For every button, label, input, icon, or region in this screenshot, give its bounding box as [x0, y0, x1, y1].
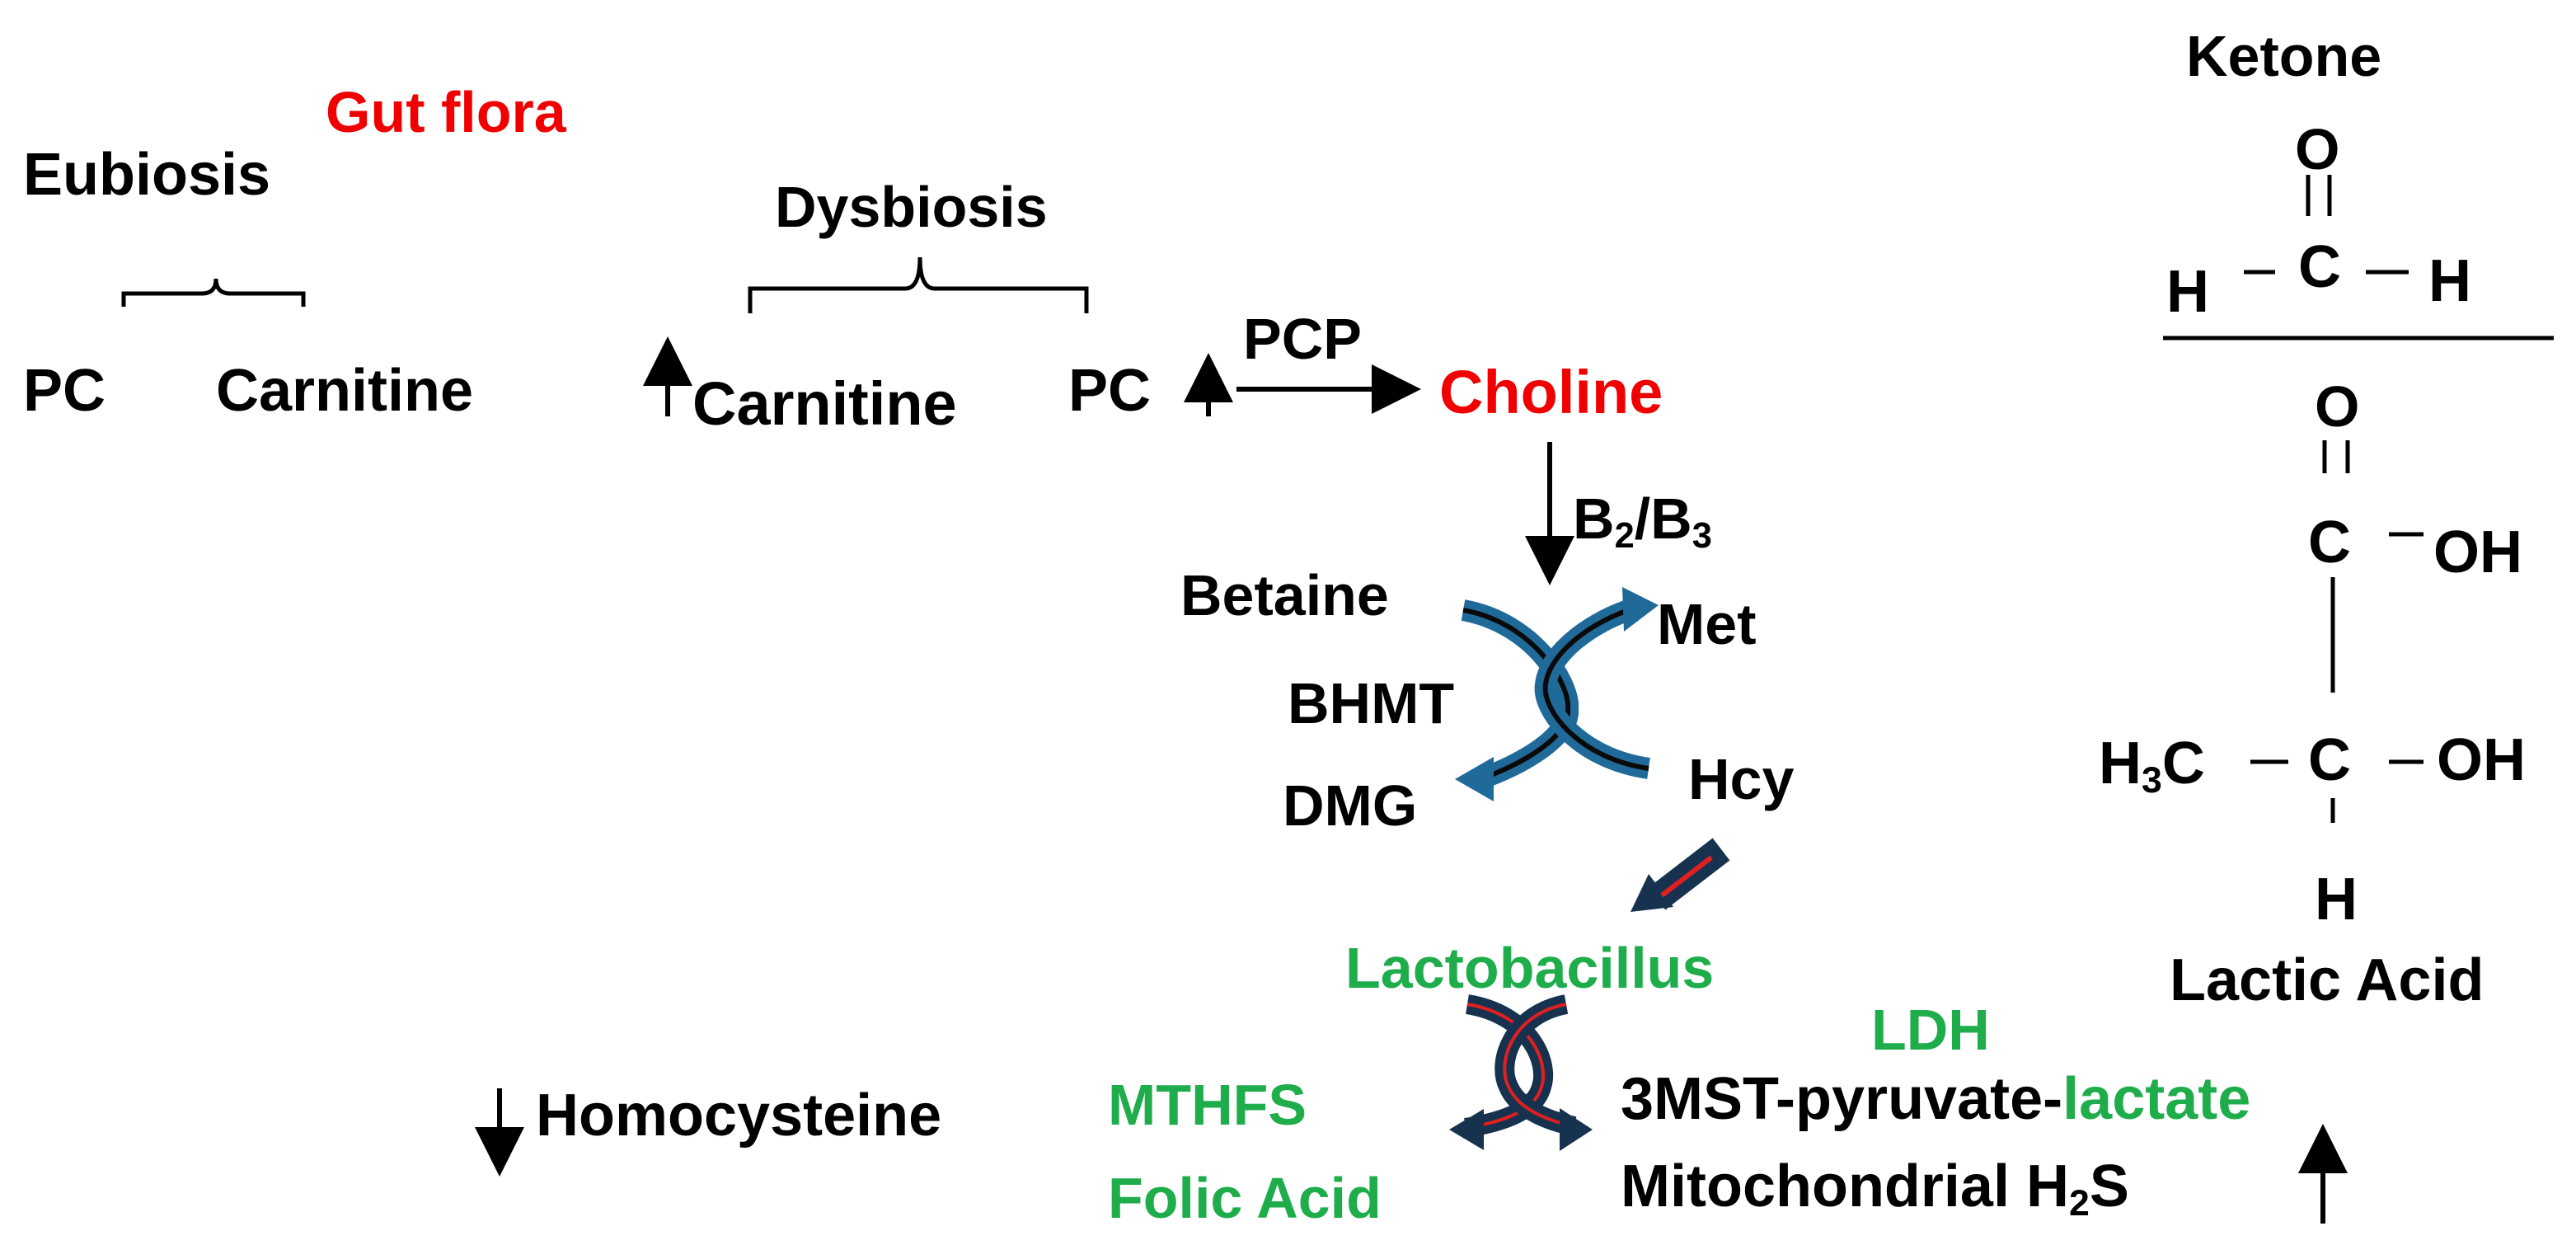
ketone-h-left: H: [2166, 259, 2209, 325]
lower-oh: OH: [2437, 727, 2526, 793]
pathway-label: 3MST-pyruvate-lactate: [1621, 1066, 2251, 1132]
dysbiosis-label: Dysbiosis: [775, 175, 1048, 239]
ldh-label: LDH: [1871, 998, 1990, 1062]
vitamin-b2-b3-label: B2/B3: [1573, 486, 1712, 556]
met-label: Met: [1657, 592, 1757, 656]
dysbiosis-bracket: [748, 256, 1089, 313]
folic-acid-label: Folic Acid: [1108, 1166, 1382, 1230]
lactate-label: lactate: [2062, 1066, 2251, 1132]
lower-h: H: [2315, 867, 2358, 933]
pcp-label: PCP: [1243, 307, 1362, 371]
ketone-title: Ketone: [2186, 24, 2382, 88]
lactobacillus-cross-arrows: [1449, 994, 1593, 1151]
eubiosis-label: Eubiosis: [23, 142, 271, 208]
bhmt-label: BHMT: [1288, 671, 1455, 735]
ketone-oxygen: O: [2295, 117, 2340, 181]
lactic-acid-structure: [2250, 440, 2424, 823]
acid-oxygen: O: [2315, 374, 2360, 439]
ketone-structure: [2244, 175, 2409, 275]
lower-carbon: C: [2308, 727, 2351, 793]
carnitine-label-left: Carnitine: [216, 358, 474, 424]
choline-label: Choline: [1439, 358, 1663, 426]
mitochondrial-h2s-label: Mitochondrial H2S: [1621, 1153, 2129, 1224]
carnitine-label-mid: Carnitine: [692, 369, 957, 438]
betaine-label: Betaine: [1180, 563, 1389, 627]
acid-oh: OH: [2433, 519, 2522, 585]
hcy-label: Hcy: [1688, 747, 1795, 811]
hcy-lactobacillus-arrow: [1631, 838, 1730, 912]
dmg-label: DMG: [1283, 773, 1418, 838]
homocysteine-label: Homocysteine: [536, 1083, 942, 1149]
methyl-group: H3C: [2099, 731, 2205, 801]
bhmt-cross-arrows: [1455, 587, 1659, 801]
pc-label-left: PC: [23, 358, 106, 424]
acid-carbon: C: [2308, 510, 2351, 576]
pc-label-mid: PC: [1068, 358, 1152, 424]
ketone-h-right: H: [2428, 248, 2471, 314]
ketone-carbon: C: [2298, 234, 2341, 300]
eubiosis-bracket: [121, 278, 306, 307]
gut-flora-label: Gut flora: [326, 80, 566, 144]
mthfs-label: MTHFS: [1108, 1073, 1307, 1137]
lactobacillus-label: Lactobacillus: [1345, 936, 1715, 1000]
lactic-acid-title: Lactic Acid: [2170, 947, 2485, 1013]
